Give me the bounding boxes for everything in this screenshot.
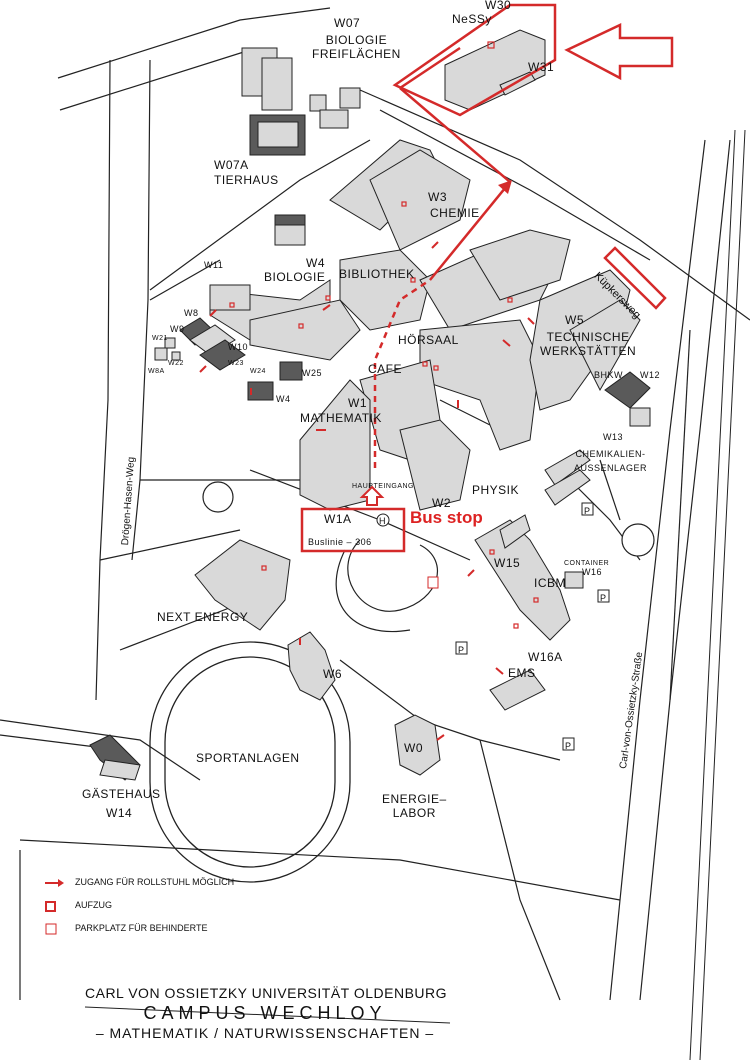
main-entrance-arrow-icon	[359, 485, 385, 506]
legend-elevator-text: AUFZUG	[75, 900, 112, 910]
title-campus: CAMPUS WECHLOY	[143, 1003, 387, 1023]
label-w14: W14	[106, 806, 133, 820]
label-w23: W23	[228, 360, 244, 367]
label-technische-werkstaetten-2: WERKSTÄTTEN	[540, 344, 637, 358]
label-w21: W21	[152, 335, 168, 342]
label-energielabor: ENERGIE– LABOR	[382, 792, 447, 820]
wheelchair-access-markers	[199, 241, 535, 741]
label-w22: W22	[168, 360, 184, 367]
label-sportanlagen: SPORTANLAGEN	[196, 751, 300, 765]
label-energielabor-2: LABOR	[392, 806, 436, 820]
label-w24: W24	[250, 368, 266, 375]
label-nessy: NeSSy	[452, 12, 492, 26]
legend-elevator-icon	[45, 901, 56, 912]
label-w2: W2	[432, 496, 451, 510]
legend-wheelchair-text: ZUGANG FÜR ROLLSTUHL MÖGLICH	[75, 877, 235, 887]
label-energielabor-1: ENERGIE–	[382, 792, 447, 806]
label-chemikalien-1: CHEMIKALIEN-	[575, 449, 646, 459]
label-w07a: W07A	[214, 158, 249, 172]
label-w30: W30	[485, 0, 512, 12]
label-container: CONTAINER	[564, 560, 610, 567]
bus-loop	[347, 539, 438, 612]
label-biologie-freiflaechen: BIOLOGIE FREIFLÄCHEN	[312, 33, 401, 61]
label-w12: W12	[640, 370, 661, 380]
label-haupteingang: HAUPTEINGANG	[352, 483, 415, 490]
disabled-parking-icon	[427, 576, 439, 589]
label-biologie-freiflaechen-1: BIOLOGIE	[325, 33, 388, 47]
label-technische-werkstaetten: TECHNISCHE WERKSTÄTTEN	[540, 330, 636, 358]
label-chemie: CHEMIE	[430, 206, 480, 220]
label-gaestehaus: GÄSTEHAUS	[82, 787, 161, 801]
buildings	[89, 29, 651, 781]
label-w9: W9	[170, 324, 185, 334]
label-w11: W11	[204, 260, 224, 270]
label-cafe: CAFE	[368, 362, 403, 376]
label-w3: W3	[428, 190, 447, 204]
parking-label-2: P	[600, 593, 607, 603]
label-w0: W0	[404, 741, 423, 755]
bus-stop-symbol	[376, 513, 390, 527]
label-buslinie-dash: –	[346, 537, 356, 547]
roundabout-west	[202, 481, 234, 513]
title-divider	[84, 1006, 451, 1024]
legend-elevator: AUFZUG	[75, 900, 112, 910]
label-w16a: W16A	[528, 650, 563, 664]
legend-wheelchair: ZUGANG FÜR ROLLSTUHL MÖGLICH	[75, 877, 234, 887]
label-ems: EMS	[508, 666, 536, 680]
label-chemikalien-2: AUSSENLAGER	[574, 463, 648, 473]
label-technische-werkstaetten-1: TECHNISCHE	[546, 330, 630, 344]
pointer-arrow-icon	[564, 23, 674, 81]
label-w16: W16	[582, 567, 603, 577]
parking-label-1: P	[584, 506, 591, 516]
sports-track	[149, 641, 351, 883]
label-buslinie-number: 306	[355, 537, 372, 547]
label-w4: W4	[276, 394, 291, 404]
label-w07: W07	[334, 16, 361, 30]
label-w25: W25	[302, 368, 323, 378]
legend-disabled-parking-text: PARKPLATZ FÜR BEHINDERTE	[75, 923, 208, 933]
label-w10: W10	[228, 342, 249, 352]
label-biologie-freiflaechen-2: FREIFLÄCHEN	[312, 47, 401, 61]
elevator-markers	[229, 41, 539, 629]
label-w15: W15	[494, 556, 521, 570]
label-w4-biologie: W4	[306, 256, 325, 270]
roundabout-east	[621, 523, 655, 557]
label-w1: W1	[348, 396, 367, 410]
route-to-nessy	[373, 46, 511, 468]
label-w8a: W8A	[148, 368, 165, 375]
rail-lines	[689, 129, 746, 1060]
label-w31: W31	[528, 60, 555, 74]
label-buslinie: Buslinie – 306	[308, 535, 372, 549]
kuepkersweg-highlight	[603, 246, 667, 310]
legend-disabled-parking-icon	[45, 923, 57, 935]
label-hoersaal: HÖRSAAL	[398, 333, 459, 347]
title-university: CARL VON OSSIETZKY UNIVERSITÄT OLDENBURG	[85, 985, 448, 1001]
label-w6: W6	[323, 667, 342, 681]
route-arrowhead	[498, 180, 512, 194]
parking-label-3: P	[458, 645, 465, 655]
nessy-highlight	[392, 3, 557, 117]
label-next-energy: NEXT ENERGY	[157, 610, 249, 624]
label-w13: W13	[603, 432, 624, 442]
label-icbm: ICBM	[534, 576, 566, 590]
label-w8: W8	[184, 308, 199, 318]
label-physik: PHYSIK	[472, 483, 520, 497]
label-bus-stop: Bus stop	[410, 508, 483, 527]
label-mathematik: MATHEMATIK	[300, 411, 382, 425]
bus-stop-highlight	[300, 507, 406, 553]
legend-disabled-parking: PARKPLATZ FÜR BEHINDERTE	[75, 923, 208, 933]
label-bibliothek: BIBLIOTHEK	[339, 267, 415, 281]
label-w1a: W1A	[324, 512, 352, 526]
label-tierhaus: TIERHAUS	[214, 173, 279, 187]
parking-label-4: P	[565, 741, 572, 751]
label-bus-symbol: H	[379, 516, 386, 526]
parking-symbols	[455, 502, 610, 751]
label-buslinie-text: Buslinie	[308, 537, 344, 547]
title-faculty: – MATHEMATIK / NATURWISSENSCHAFTEN –	[95, 1025, 435, 1041]
label-chemikalienaussenlager: CHEMIKALIEN- AUSSENLAGER	[574, 447, 647, 475]
label-biologie: BIOLOGIE	[264, 270, 326, 284]
label-bhkw: BHKW	[594, 370, 623, 380]
label-w5: W5	[565, 313, 584, 327]
